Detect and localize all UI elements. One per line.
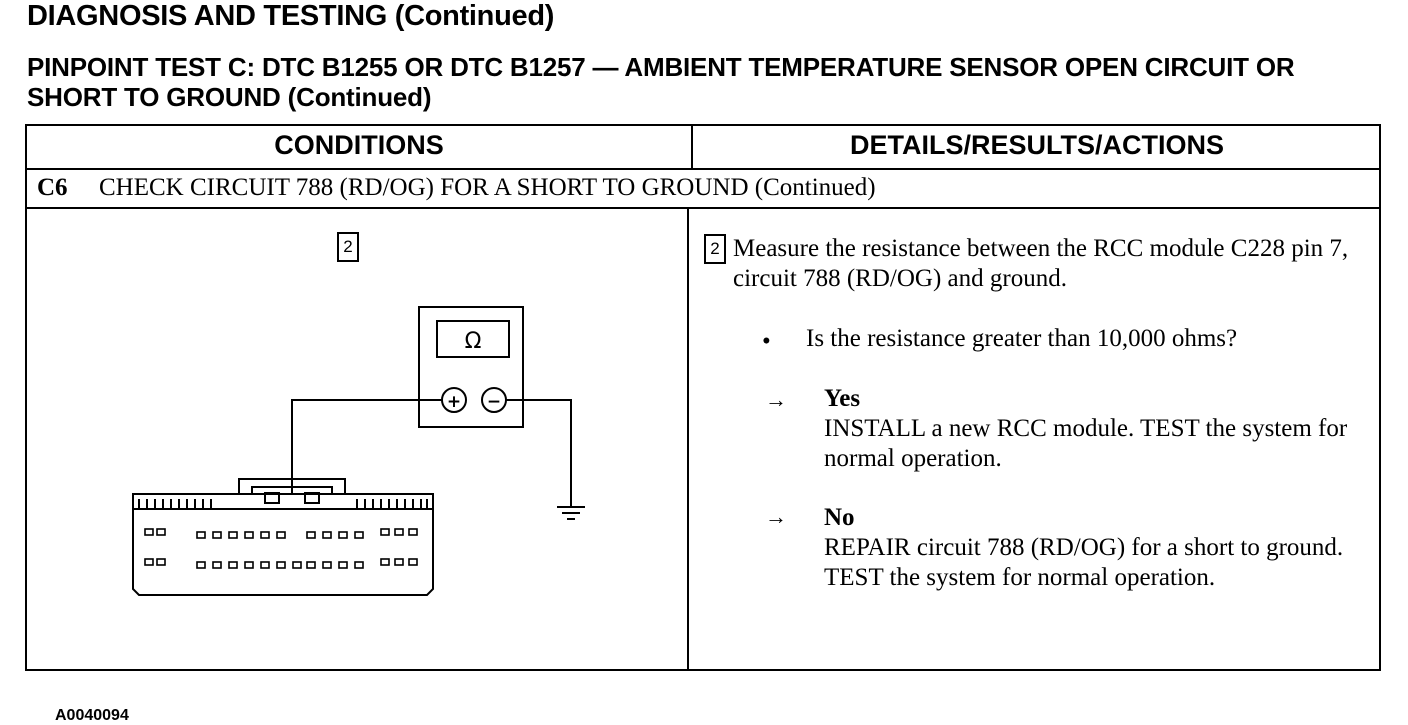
- meter-ohm-symbol: Ω: [465, 329, 482, 354]
- column-divider-header: [691, 126, 693, 170]
- page-title: DIAGNOSIS AND TESTING (Continued): [27, 0, 555, 32]
- multimeter-connector-drawing: Ω + −: [132, 306, 585, 596]
- step-number: C6: [37, 174, 68, 201]
- yes-arrow-icon: →: [765, 387, 787, 412]
- step-title: CHECK CIRCUIT 788 (RD/OG) FOR A SHORT TO…: [99, 174, 876, 201]
- connector-c228: [132, 478, 434, 596]
- test-table: CONDITIONS DETAILS/RESULTS/ACTIONS C6 CHE…: [25, 124, 1381, 724]
- no-arrow-icon: →: [765, 504, 787, 529]
- meter-minus-label: −: [487, 392, 501, 412]
- details-column-header: DETAILS/RESULTS/ACTIONS: [849, 130, 1224, 160]
- test-diagram: 2: [27, 209, 687, 724]
- ground-symbol: [557, 506, 585, 520]
- negative-test-lead: [506, 399, 572, 507]
- header-row-divider: [27, 168, 1379, 170]
- meter-plus-label: +: [447, 392, 461, 412]
- conditions-column-header: CONDITIONS: [274, 130, 444, 160]
- details-step-box: 2: [704, 234, 726, 264]
- no-label: No: [824, 504, 855, 531]
- resistance-question: Is the resistance greater than 10,000 oh…: [806, 325, 1238, 352]
- multimeter-display: [436, 320, 510, 358]
- no-action: REPAIR circuit 788 (RD/OG) for a short t…: [824, 534, 1344, 591]
- connector-pin-cavities: [144, 528, 418, 569]
- yes-action: INSTALL a new RCC module. TEST the syste…: [824, 415, 1348, 472]
- positive-test-lead: [291, 399, 442, 539]
- figure-id: A0040094: [55, 707, 129, 724]
- diagram-step-box: 2: [337, 232, 359, 262]
- measurement-instruction: Measure the resistance between the RCC m…: [733, 235, 1349, 292]
- column-divider-body: [687, 209, 689, 671]
- yes-label: Yes: [824, 385, 861, 412]
- bullet-marker: •: [762, 328, 771, 355]
- pinpoint-test-title: PINPOINT TEST C: DTC B1255 OR DTC B1257 …: [27, 52, 1295, 112]
- step-heading-row: C6 CHECK CIRCUIT 788 (RD/OG) FOR A SHORT …: [37, 174, 876, 202]
- step-row-divider: [27, 207, 1379, 209]
